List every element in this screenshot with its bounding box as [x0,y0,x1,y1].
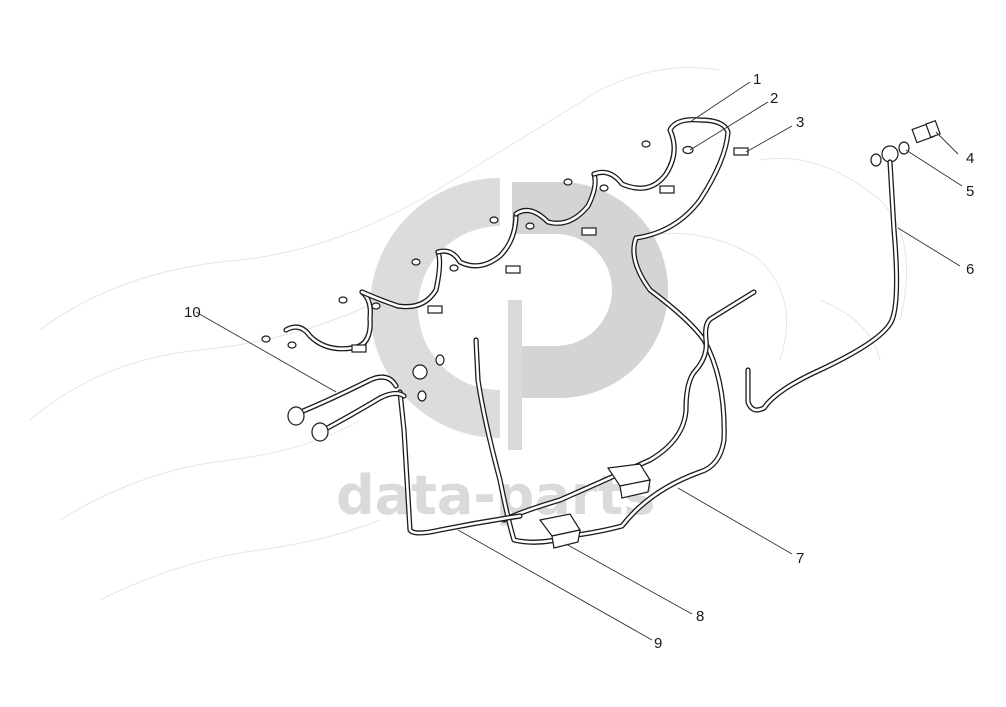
washers-and-bolts [261,140,749,353]
callout-4: 4 [966,150,974,167]
watermark-text: data-parts [336,464,655,527]
callout-8: 8 [696,608,704,625]
fuel-hoses [287,374,407,442]
callout-5: 5 [966,183,974,200]
callout-3: 3 [796,114,804,131]
feed-line [397,354,523,536]
callout-10: 10 [184,304,201,321]
background-engine-sketch [29,67,908,601]
callout-9: 9 [654,635,662,652]
watermark-logo: data-parts [336,178,668,527]
leak-off-line [473,289,757,545]
callout-7: 7 [796,550,804,567]
return-line-assembly [745,119,941,413]
callout-6: 6 [966,261,974,278]
callout-2: 2 [770,90,778,107]
callout-1: 1 [753,71,761,88]
pipe-clamps [538,463,651,549]
leader-lines [195,81,963,641]
callout-labels: 1 2 3 4 5 6 7 8 9 10 [184,71,974,652]
